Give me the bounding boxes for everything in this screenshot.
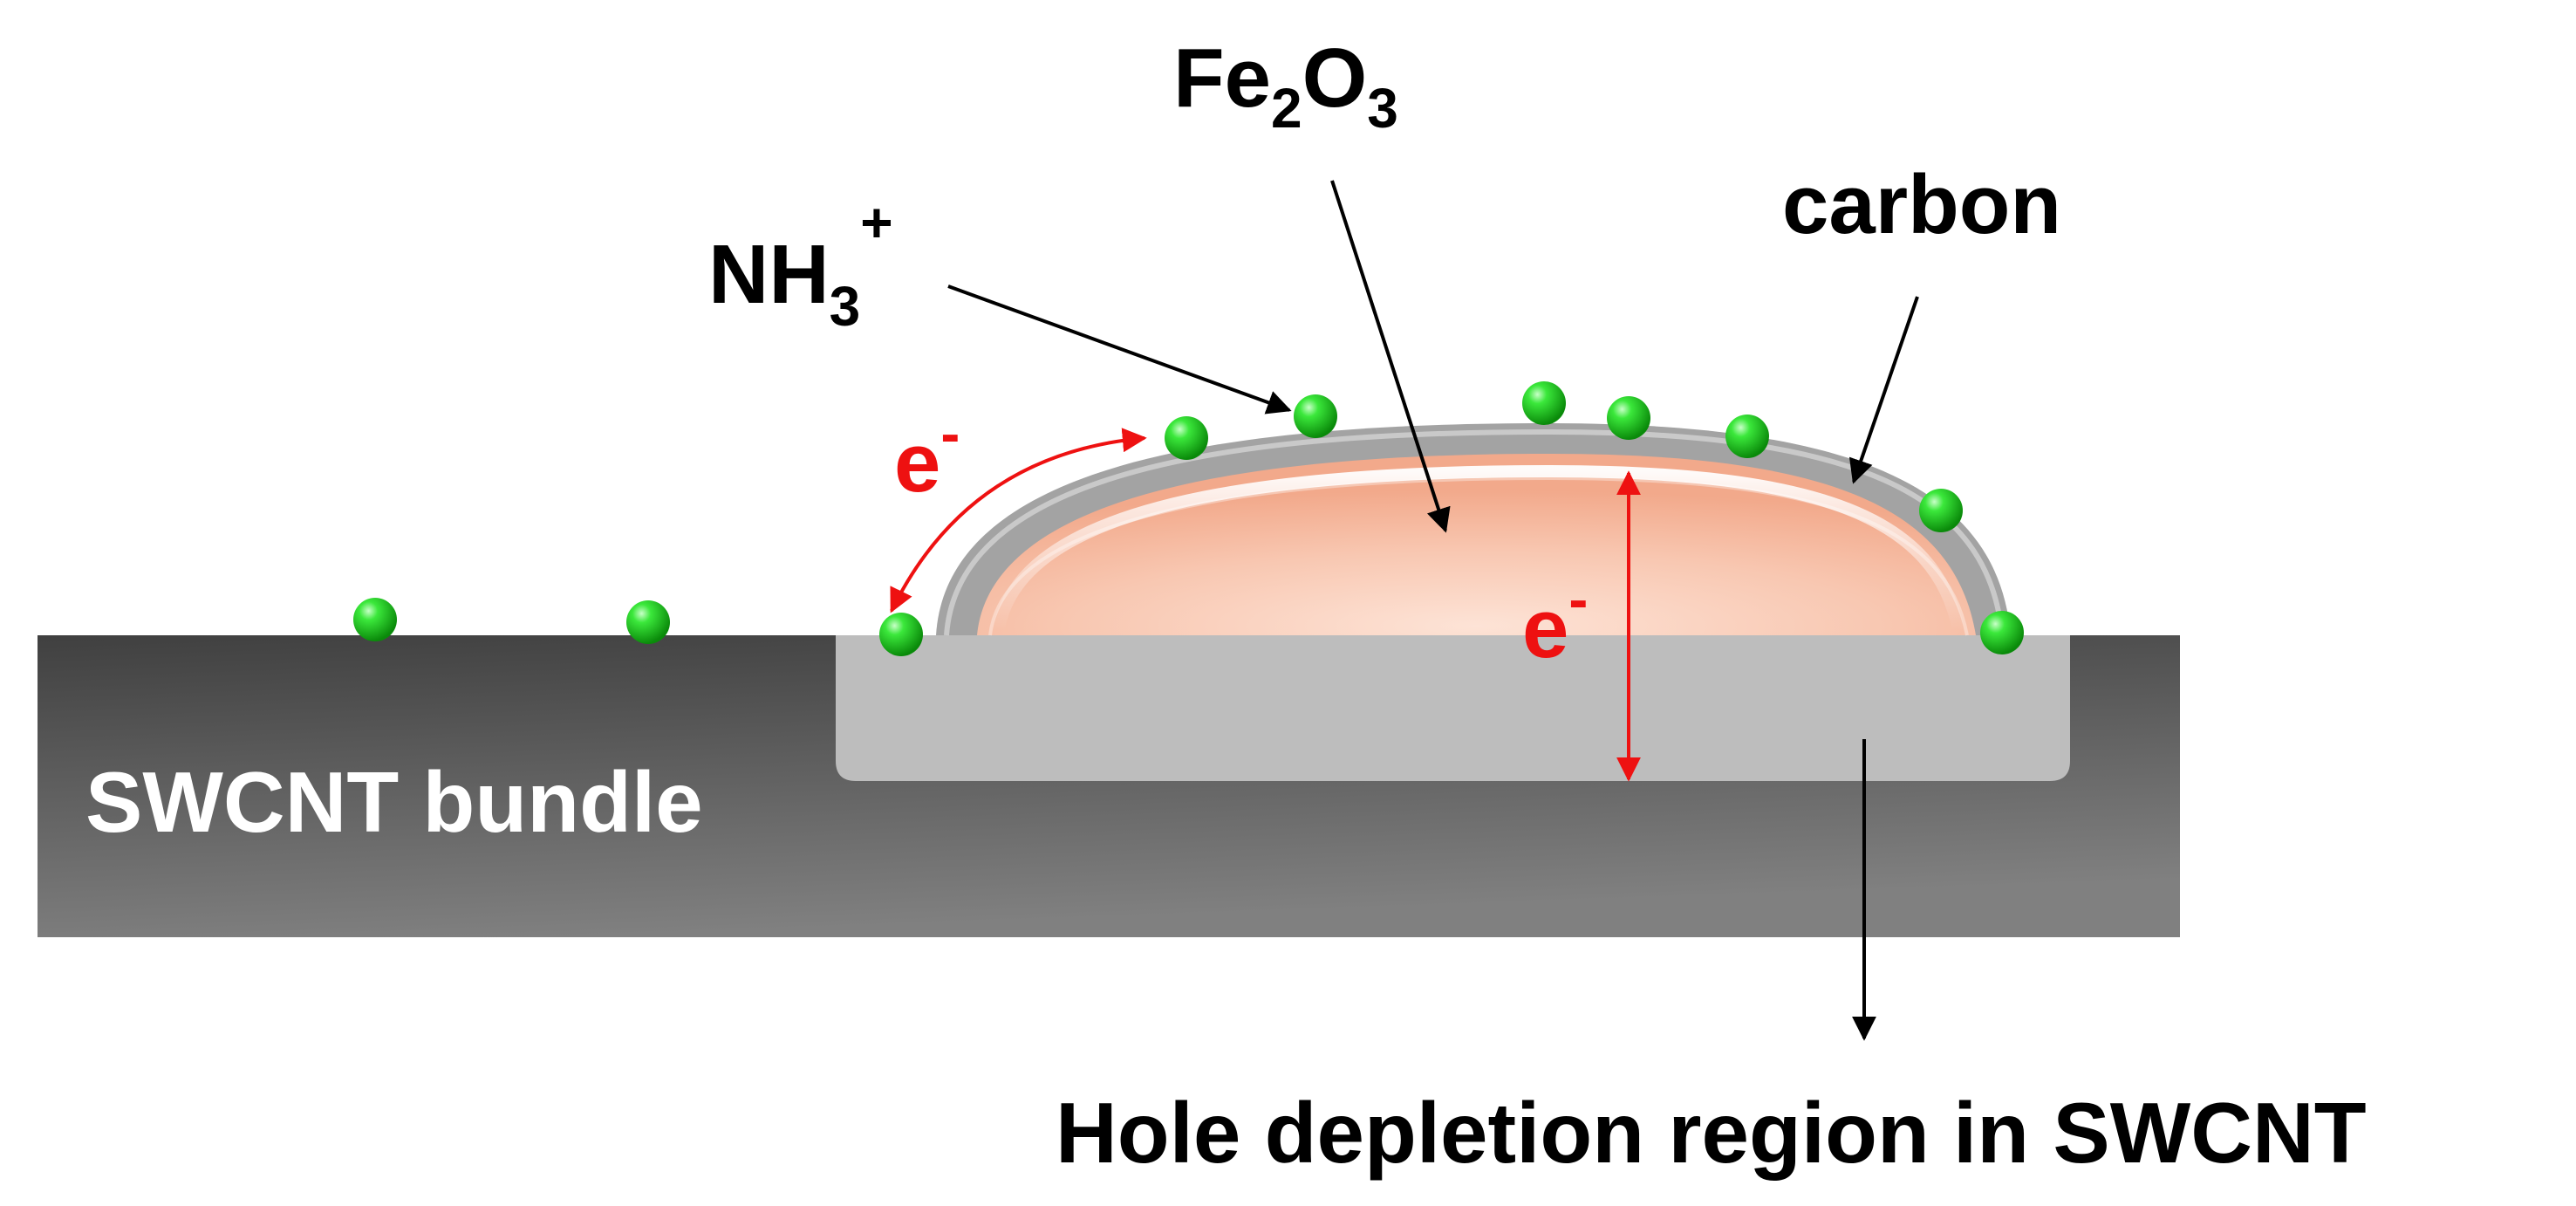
electron-transfer-arc bbox=[890, 428, 1147, 613]
carbon-label: carbon bbox=[1782, 158, 2061, 251]
carbon-pointer-arrow bbox=[1848, 296, 1919, 484]
fe2o3-label: Fe2O3 bbox=[1173, 31, 1398, 140]
nh3-molecule bbox=[1607, 396, 1650, 440]
nh3-molecule bbox=[1725, 415, 1769, 458]
nh3-molecules bbox=[353, 381, 2024, 656]
fe2o3-pointer-arrow bbox=[1330, 180, 1451, 533]
nh3-pointer-arrow bbox=[947, 284, 1292, 415]
nh3-molecule bbox=[353, 598, 397, 641]
depletion-region bbox=[836, 635, 2070, 781]
swcnt-bundle-label: SWCNT bundle bbox=[85, 754, 703, 850]
nh3-molecule bbox=[1165, 416, 1208, 460]
electron-arc-label: e- bbox=[894, 401, 960, 510]
nh3-molecule bbox=[626, 600, 670, 644]
nh3-molecule bbox=[1980, 611, 2024, 654]
hole-depletion-label: Hole depletion region in SWCNT bbox=[1056, 1085, 2367, 1181]
nh3-label: NH3+ bbox=[708, 191, 893, 338]
electron-vertical-label: e- bbox=[1522, 566, 1588, 675]
nh3-molecule bbox=[1522, 381, 1566, 425]
nh3-molecule bbox=[1294, 394, 1337, 438]
nh3-molecule bbox=[879, 613, 923, 656]
nh3-molecule bbox=[1919, 489, 1963, 532]
